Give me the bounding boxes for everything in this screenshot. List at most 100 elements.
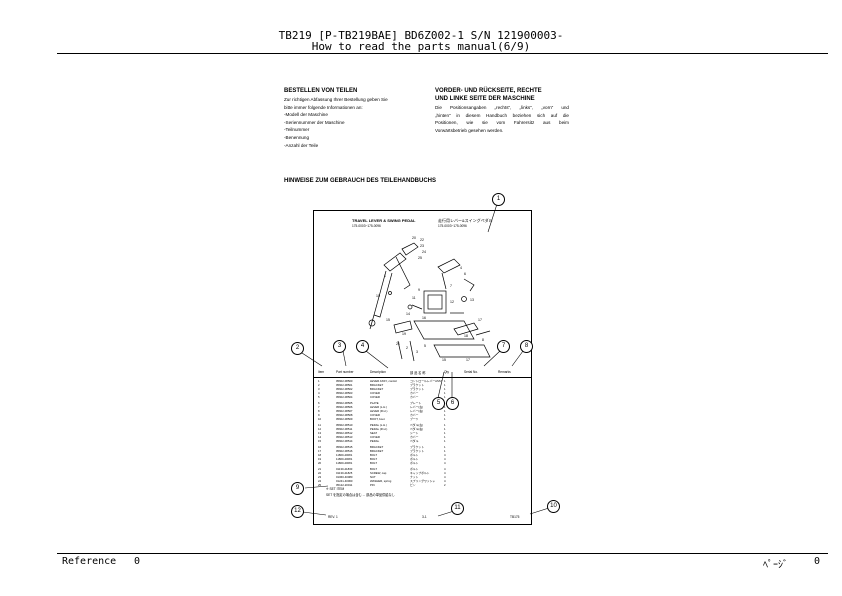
- sample-title: TRAVEL LEVER & SWING PEDAL: [352, 218, 416, 223]
- table-cell: スプリングワッシャ: [410, 479, 436, 483]
- table-cell: BRACKET: [370, 449, 384, 453]
- table-cell: 11800-40081: [336, 453, 353, 457]
- table-cell: 1: [444, 445, 446, 449]
- diagram-label: 7: [450, 284, 452, 288]
- document-subtitle: How to read the parts manual(6/9): [311, 40, 531, 53]
- guide-heading: HINWEISE ZUM GEBRAUCH DES TEILEHANDBUCHS: [284, 178, 437, 184]
- table-cell: BOLT: [370, 457, 378, 461]
- table-cell: 01241-40060: [336, 479, 353, 483]
- table-cell: 10: [318, 417, 322, 421]
- table-cell: キャップボルト: [410, 471, 430, 475]
- table-cell: 1: [444, 413, 446, 417]
- diagram-label: 18: [464, 334, 468, 338]
- table-cell: ペダル(右): [410, 427, 424, 431]
- col-header: Remarks: [498, 370, 511, 374]
- table-cell: WASHER, spring: [370, 479, 392, 483]
- diagram-label: 9: [418, 288, 420, 292]
- table-cell: 05602-08513: [336, 435, 353, 439]
- table-cell: 18: [318, 453, 322, 457]
- table-cell: 14: [318, 435, 322, 439]
- order-line: -Anzahl der Teile: [284, 142, 319, 148]
- table-cell: 1: [444, 435, 446, 439]
- page-label: ﾍﾟｰｼﾞ: [763, 560, 788, 571]
- col-header: Part number: [336, 370, 354, 374]
- table-cell: ブーツ: [410, 417, 419, 421]
- table-cell: 4: [444, 457, 446, 461]
- table-cell: 19: [318, 457, 322, 461]
- sides-line: „hinten" in diesem Handbuch beziehen sic…: [435, 112, 569, 118]
- callout-11: 11: [451, 502, 464, 515]
- sample-serial-left: 175-0003~175-0096: [352, 224, 381, 228]
- table-cell: 1: [444, 383, 446, 387]
- table-cell: 1: [444, 379, 446, 383]
- table-cell: 15: [318, 439, 322, 443]
- table-cell: PLATE: [370, 401, 379, 405]
- table-cell: レバー(左): [410, 405, 424, 409]
- diagram-label: 16: [422, 316, 426, 320]
- diagram-label: 17: [466, 358, 470, 362]
- table-cell: 4: [444, 453, 446, 457]
- table-cell: 11: [318, 423, 321, 427]
- diagram-label: 12: [450, 300, 454, 304]
- col-header: Serial No.: [464, 370, 478, 374]
- table-cell: 13: [318, 431, 322, 435]
- table-cell: BOLT: [370, 453, 378, 457]
- diagram-label: 4: [460, 266, 462, 270]
- table-cell: シート: [410, 431, 419, 435]
- exploded-parts-diagram: 20 22 23 24 25 1 4 6 7 9 10 11 12 13 14 …: [368, 236, 491, 362]
- table-cell: 11800-40081: [336, 461, 353, 465]
- table-cell: ブラケット: [410, 449, 424, 453]
- table-cell: SEAT: [370, 431, 378, 435]
- reference-label: Reference: [62, 556, 117, 567]
- table-cell: 16: [318, 445, 322, 449]
- table-cell: カバー: [410, 391, 419, 395]
- table-cell: 23: [318, 475, 322, 479]
- table-cell: カバー: [410, 395, 419, 399]
- table-cell: 1: [444, 395, 446, 399]
- order-line: Zur richtigen Abfassung Ihrer Bestellung…: [284, 97, 388, 102]
- sides-heading-1: VORDER- UND RÜCKSEITE, RECHTE: [435, 88, 542, 94]
- callout-6: 6: [446, 397, 459, 410]
- table-cell: LEVER (R.H.): [370, 409, 388, 413]
- table-cell: COVER: [370, 435, 380, 439]
- table-cell: PIN: [370, 483, 375, 487]
- table-cell: BRACKET: [370, 383, 384, 387]
- table-cell: 22: [318, 471, 322, 475]
- table-cell: 1: [444, 417, 446, 421]
- sample-title-jp: 走行用レバー&スイングペダル: [438, 218, 493, 223]
- diagram-label: 14: [406, 312, 410, 316]
- diagram-label: 25: [418, 256, 422, 260]
- table-cell: 1: [318, 379, 320, 383]
- diagram-label: 15: [386, 318, 390, 322]
- table-cell: 1: [444, 449, 446, 453]
- sides-line: Vorwärtsbetrieb gesehen werden.: [435, 127, 504, 133]
- sample-note: ※ SET ITEM: [326, 487, 345, 491]
- table-cell: 7: [318, 405, 320, 409]
- table-cell: コントロールレバーASSY: [410, 379, 443, 383]
- table-cell: BRACKET: [370, 387, 384, 391]
- sample-parts-sheet: TRAVEL LEVER & SWING PEDAL 走行用レバー&スイングペダ…: [313, 210, 532, 525]
- diagram-label: 20: [412, 236, 416, 240]
- table-cell: 4: [444, 475, 446, 479]
- table-cell: 2: [318, 383, 320, 387]
- table-cell: 05602-08501: [336, 383, 353, 387]
- table-cell: 1: [444, 409, 446, 413]
- table-cell: PEDAL (L.H.): [370, 423, 387, 427]
- col-header: Description: [370, 370, 386, 374]
- order-line: -Modell der Maschine: [284, 112, 328, 118]
- diagram-label: 21: [396, 342, 400, 346]
- col-header: Qty: [444, 370, 449, 374]
- order-line: -Teilnummer: [284, 127, 310, 133]
- table-cell: 1: [444, 423, 446, 427]
- table-cell: 2: [444, 483, 446, 487]
